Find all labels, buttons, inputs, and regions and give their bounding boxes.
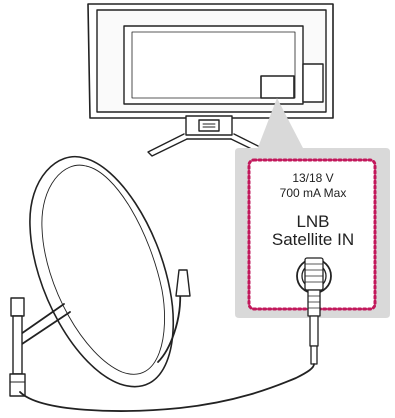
current-label: 700 mA Max (279, 186, 347, 200)
port-callout (235, 98, 390, 318)
coaxial-connector-icon (296, 257, 332, 365)
satellite-dish-icon (9, 155, 191, 397)
tv-rear-icon (87, 3, 334, 157)
coax-cable (19, 363, 315, 412)
voltage-label: 13/18 V (292, 171, 334, 185)
satellite-in-label: Satellite IN (271, 230, 355, 249)
lnb-port-label: LNB (296, 212, 330, 231)
